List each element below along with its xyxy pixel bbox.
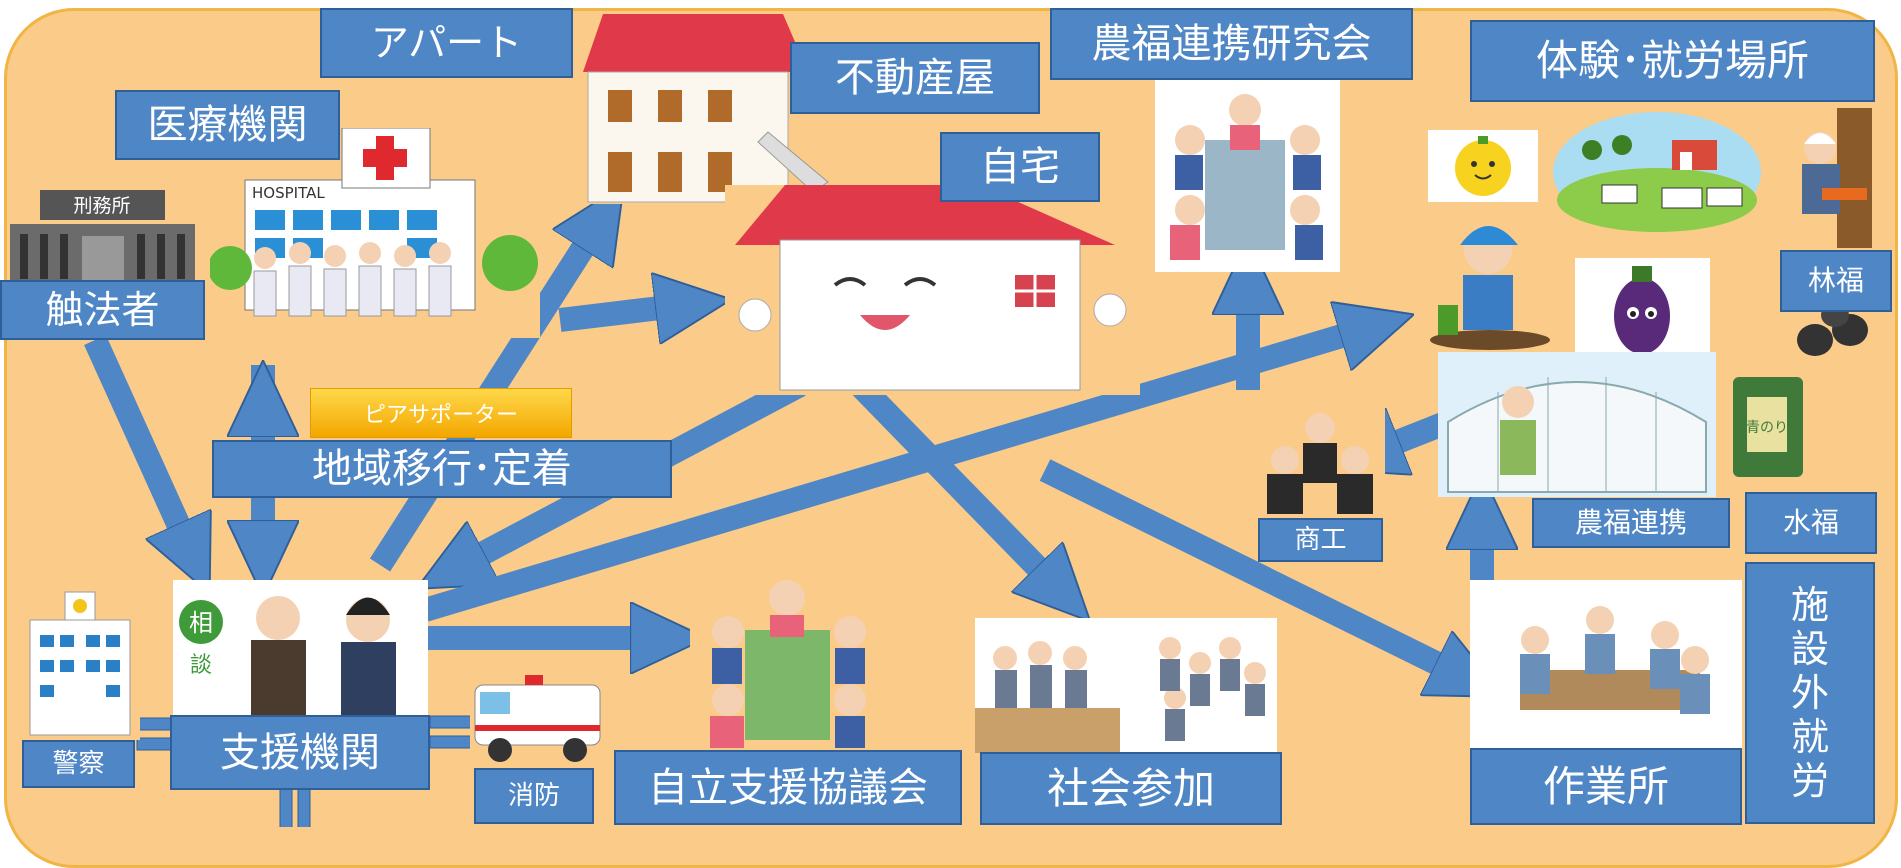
prison-sign: 刑務所 (73, 195, 130, 217)
connector-police-support-2 (136, 737, 173, 751)
label-fisheries-welfare: 水福 (1745, 492, 1877, 554)
arrow-layer (84, 0, 1901, 827)
farmer-boy-illustration (1428, 205, 1553, 350)
forestry-worker-illustration (1782, 108, 1887, 248)
connector-support-down (279, 787, 293, 827)
home-illustration (725, 185, 1140, 395)
label-medical-institution: 医療機関 (115, 90, 340, 160)
arrow-support-to-experience-site (421, 335, 1345, 622)
label-social-participation: 社会参加 (980, 752, 1282, 825)
consult-badge-top: 相 (189, 609, 213, 637)
label-agri-welfare-study-group: 農福連携研究会 (1050, 8, 1413, 80)
consultation-illustration: 相 談 (173, 580, 428, 715)
police-illustration (20, 590, 140, 740)
prison-illustration: 刑務所 (10, 188, 195, 286)
connector-support-down-2 (297, 787, 311, 827)
connector-support-fire-2 (429, 735, 473, 749)
label-support-agency: 支援機関 (170, 715, 430, 790)
social-participation-illustration (975, 618, 1277, 753)
label-workshop: 作業所 (1470, 748, 1742, 825)
arrow-support-to-home (558, 308, 660, 320)
label-offender: 触法者 (0, 280, 205, 340)
council-meeting-illustration (690, 570, 885, 748)
label-fire-department: 消防 (474, 768, 594, 824)
arrow-offender-to-support (84, 335, 180, 528)
label-home: 自宅 (940, 132, 1100, 202)
study-group-illustration (1155, 80, 1340, 272)
label-apartment: アパート (320, 8, 573, 78)
label-experience-work-site: 体験･就労場所 (1470, 20, 1875, 102)
connector-support-fire (429, 715, 473, 729)
hospital-illustration: HOSPITAL (210, 128, 540, 338)
farm-illustration (1552, 110, 1762, 235)
workshop-illustration (1470, 580, 1742, 750)
label-police: 警察 (22, 740, 135, 788)
ambulance-illustration (470, 670, 610, 765)
arrow-to-workshop (1039, 459, 1440, 665)
greenhouse-illustration (1438, 352, 1716, 497)
eggplant-illustration (1575, 258, 1710, 358)
nori-package-illustration: 青のり (1725, 372, 1810, 482)
arrow-home-to-social-participation (836, 361, 1040, 570)
consult-badge-bottom: 談 (190, 653, 212, 678)
label-forestry-welfare: 林福 (1780, 250, 1892, 312)
label-off-facility-employment: 施 設 外 就 労 (1745, 562, 1875, 824)
label-real-estate-agent: 不動産屋 (790, 42, 1040, 114)
business-people-illustration (1255, 400, 1385, 518)
hospital-sign: HOSPITAL (252, 184, 325, 202)
label-commerce-industry: 商工 (1258, 518, 1383, 562)
connector-police-support (136, 717, 173, 731)
nori-label: 青のり (1746, 420, 1788, 436)
label-peer-supporter: ピアサポーター (310, 388, 572, 438)
label-agri-welfare-cooperation: 農福連携 (1532, 498, 1730, 548)
label-independence-support-council: 自立支援協議会 (614, 750, 962, 825)
label-community-transition: 地域移行･定着 (212, 440, 672, 498)
orange-mascot-illustration (1428, 130, 1538, 202)
